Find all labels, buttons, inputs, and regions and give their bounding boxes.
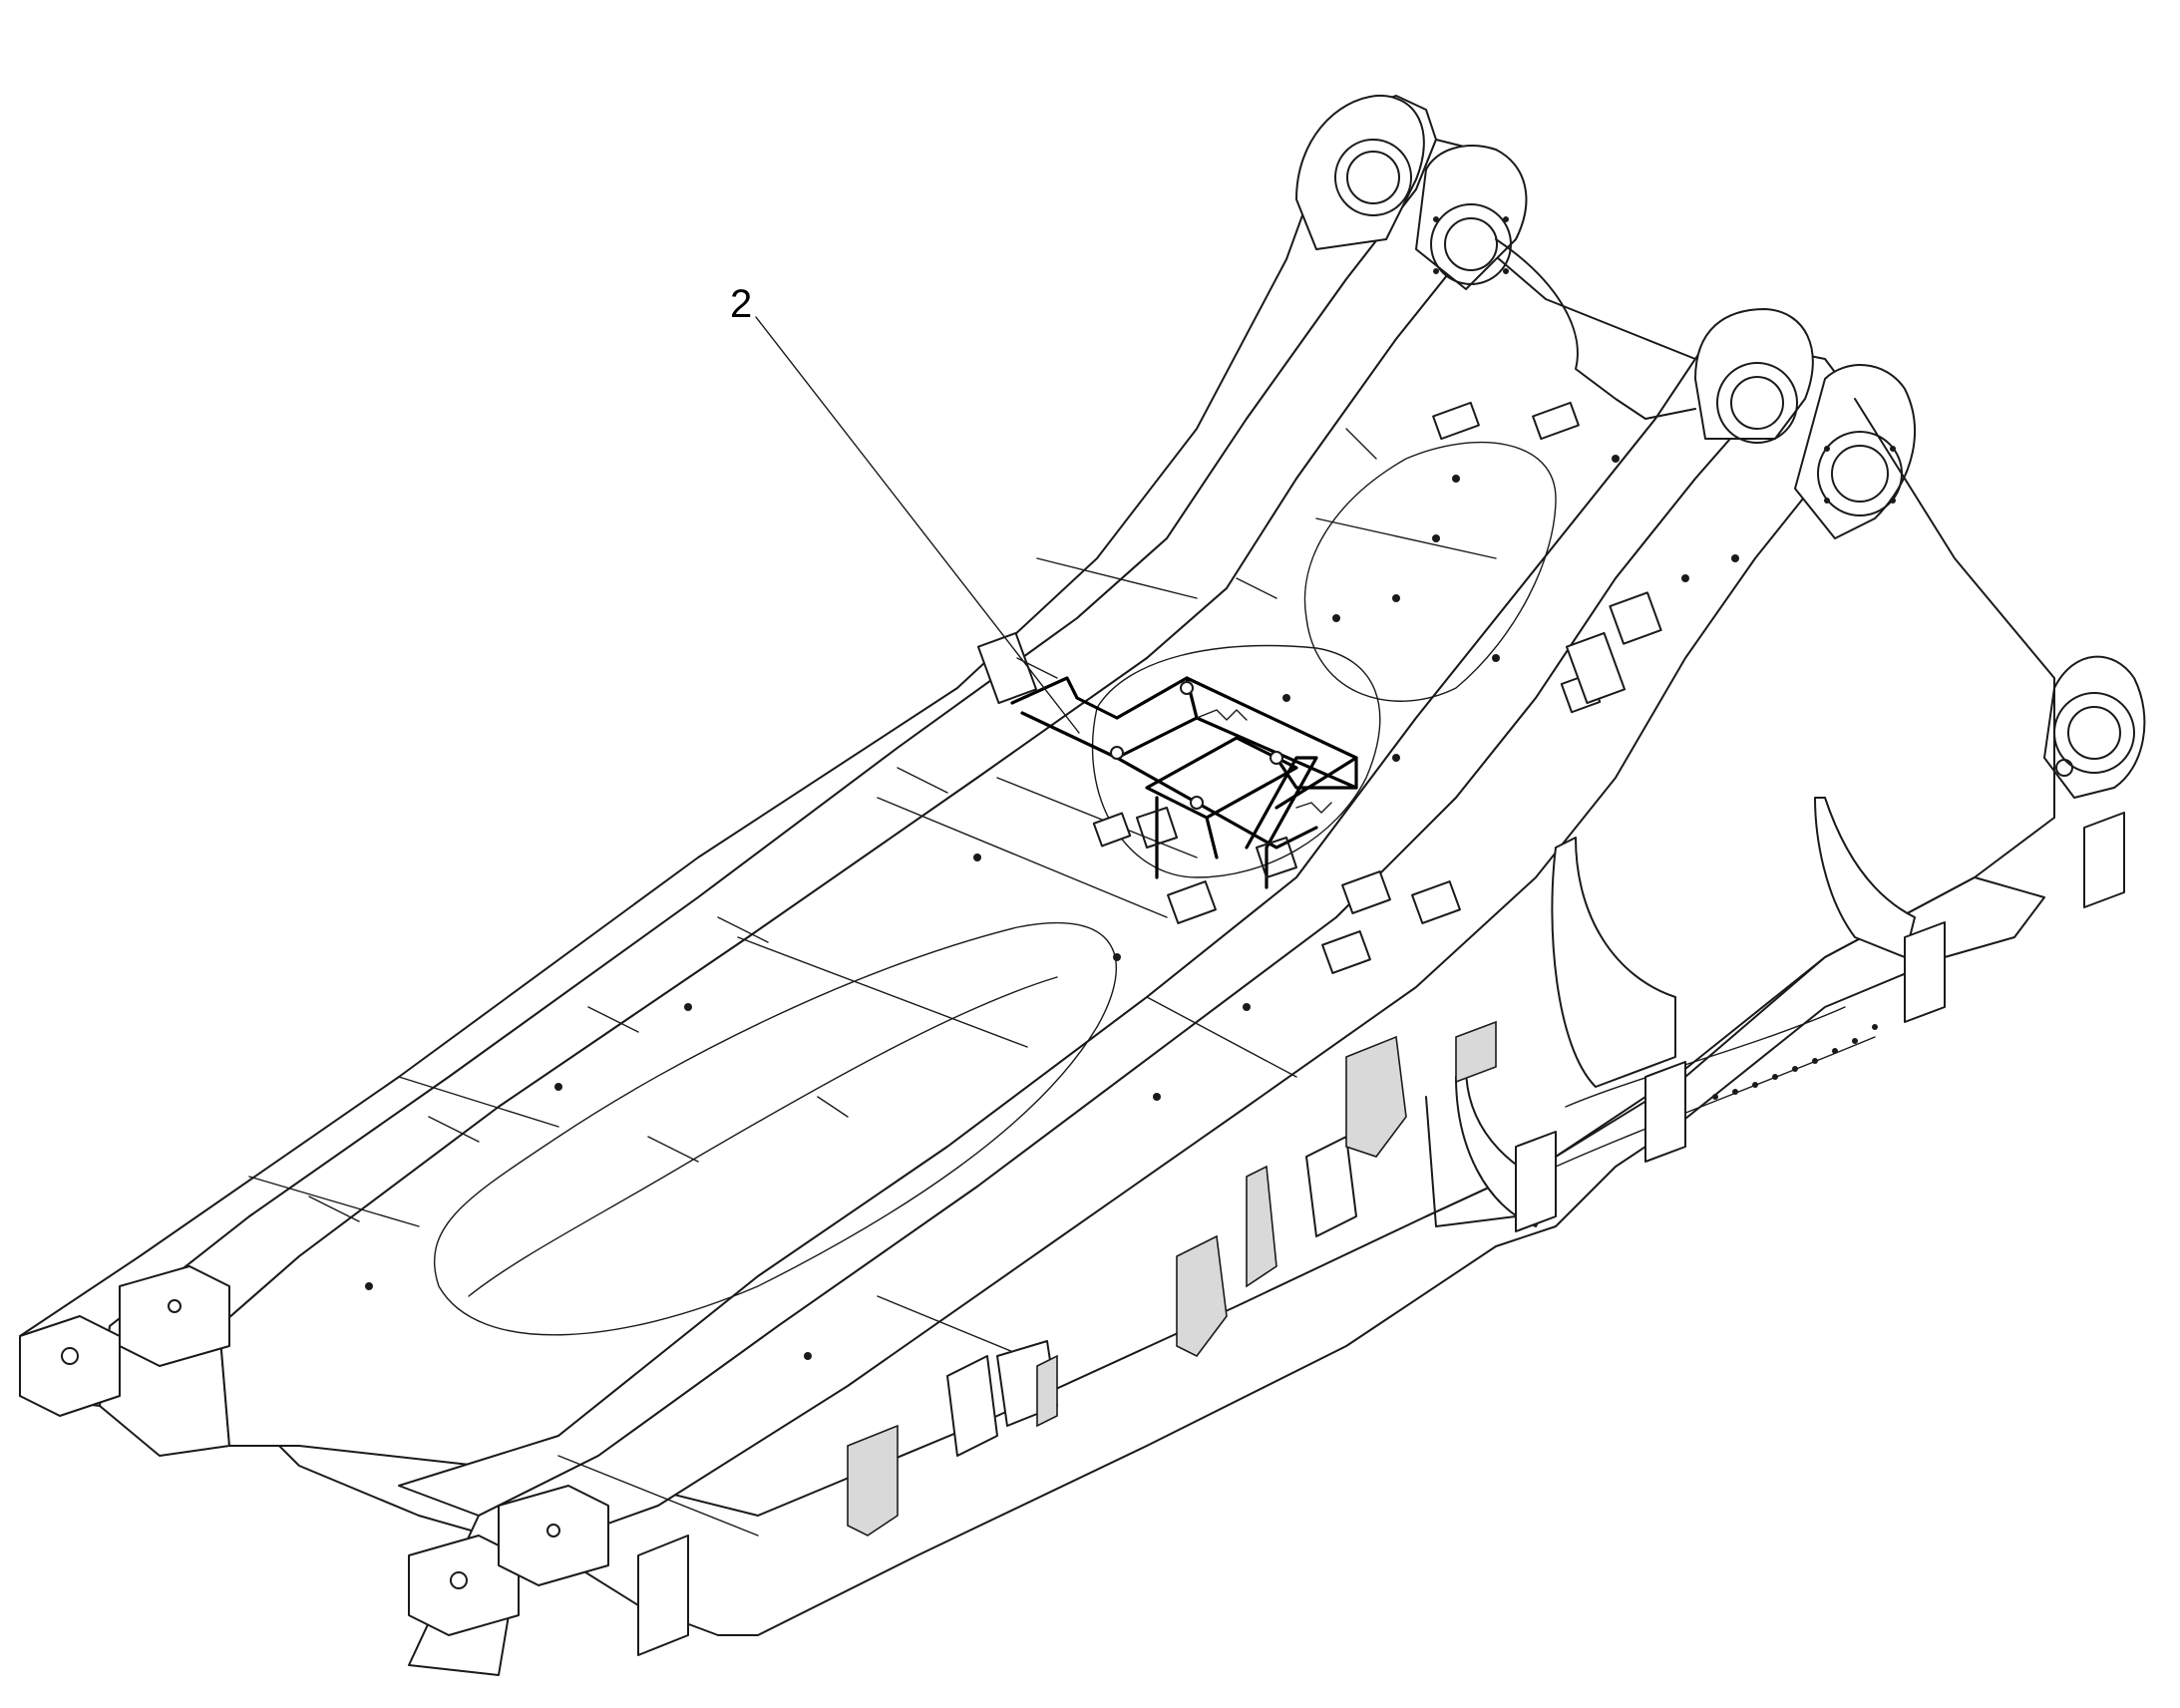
right-side-wall [1425,398,2055,1227]
mounting-blocks [19,401,2125,1656]
highlighted-part-2 [1010,676,1358,889]
callout-leader-line [755,316,1080,734]
right-boom-lug [1694,308,2146,799]
left-boom-lug [1295,94,1696,420]
callout-2: 2 [730,282,1080,734]
deck-slots [308,428,1739,1360]
callout-label: 2 [730,282,752,326]
deck-openings [434,442,1557,1336]
